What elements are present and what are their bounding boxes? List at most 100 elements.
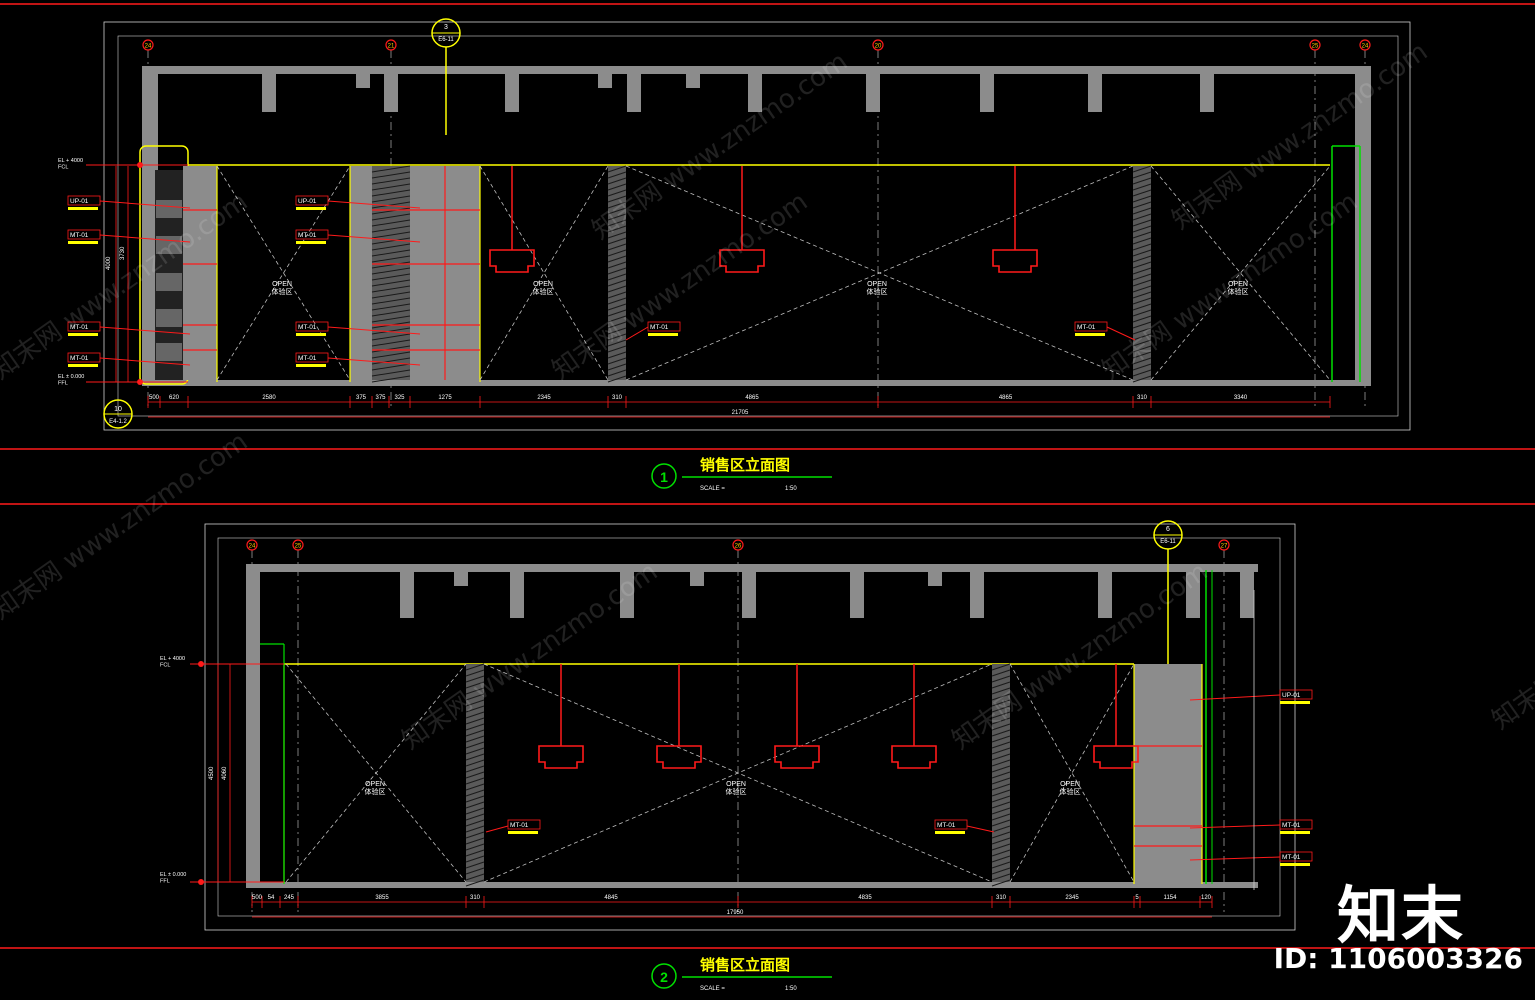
hatch-line	[371, 231, 411, 239]
panel-diagonal	[1150, 165, 1331, 381]
hatch-line	[371, 249, 411, 257]
axis-marker	[1359, 39, 1371, 51]
material-tag: UP-01	[298, 198, 317, 205]
hatch-line	[465, 759, 485, 767]
hatch-line	[1132, 201, 1152, 209]
hatch-line	[1132, 285, 1152, 293]
dimension-text: 2345	[537, 395, 551, 401]
pendant-lamp	[719, 249, 765, 273]
scale-label: SCALE =	[700, 986, 725, 992]
axis-label: 24	[145, 44, 152, 50]
hatch-line	[465, 849, 485, 857]
material-tag-frame	[934, 819, 968, 830]
hatch-line	[465, 717, 485, 725]
ceiling-slab	[246, 564, 1258, 572]
ceiling-beam	[400, 572, 414, 618]
hatch-line	[607, 351, 627, 359]
hatch-line	[991, 687, 1011, 695]
ceiling-beam	[356, 74, 370, 88]
hatch-line	[465, 819, 485, 827]
hatch-line	[371, 327, 411, 335]
side-panel	[183, 166, 217, 380]
hatch-line	[1132, 225, 1152, 233]
ceiling-slab	[142, 66, 1370, 74]
brand-logo: 知末	[1336, 879, 1465, 952]
hatch-line	[1132, 315, 1152, 323]
panel-diagonal	[1150, 165, 1331, 381]
title-number: 1	[660, 469, 668, 485]
axis-marker	[292, 539, 304, 551]
left-wall	[246, 564, 260, 886]
material-tag-frame	[295, 229, 329, 240]
hatch-line	[607, 231, 627, 239]
hatch-line	[371, 177, 411, 185]
hatch-line	[1132, 195, 1152, 203]
leader-line	[1189, 856, 1281, 861]
hatch-line	[371, 165, 411, 173]
hatch-line	[371, 315, 411, 323]
hatch-line	[371, 309, 411, 317]
hatch-line	[465, 855, 485, 863]
ceiling-beam	[928, 572, 942, 586]
hatch-line	[371, 345, 411, 353]
dimension-text: 310	[1137, 395, 1148, 401]
ceiling-beam	[1200, 74, 1214, 112]
hatch-line	[371, 375, 411, 383]
ceiling-beam	[598, 74, 612, 88]
hatch-line	[991, 837, 1011, 845]
hatch-line	[607, 255, 627, 263]
hatch-line	[371, 195, 411, 203]
pendant-lamp	[489, 249, 535, 273]
hatch-line	[991, 765, 1011, 773]
hatch-line	[371, 255, 411, 263]
hatch-line	[607, 219, 627, 227]
dimension-text: 3730	[120, 246, 126, 260]
dimension-text: 4865	[745, 395, 759, 401]
dimension-text: 2345	[1065, 895, 1079, 901]
hatch-line	[607, 189, 627, 197]
hatch-line	[1132, 261, 1152, 269]
hatch-line	[465, 723, 485, 731]
hatch-line	[607, 237, 627, 245]
hatch-line	[371, 267, 411, 275]
hatch-line	[465, 789, 485, 797]
ceiling-beam	[1186, 572, 1200, 618]
hatch-line	[1132, 357, 1152, 365]
elevation-marker	[137, 162, 143, 168]
hatch-line	[1132, 291, 1152, 299]
hatch-line	[465, 777, 485, 785]
hatch-line	[1132, 345, 1152, 353]
hatch-line	[991, 753, 1011, 761]
hatch-line	[991, 723, 1011, 731]
hatch-line	[607, 165, 627, 173]
callout-sheet: E6-11	[1160, 539, 1176, 545]
watermark: 知末网 www.znzmo.com	[0, 427, 253, 626]
hatch-line	[991, 747, 1011, 755]
material-tag: MT-01	[70, 324, 89, 331]
hatch-line	[607, 249, 627, 257]
hatch-line	[1132, 213, 1152, 221]
material-tag: MT-01	[937, 822, 956, 829]
hatch-line	[465, 867, 485, 875]
watermark: 知末网 www.znzmo.com	[587, 47, 853, 246]
dimension-text: 325	[394, 395, 405, 401]
dimension-total: 21705	[732, 410, 749, 416]
dimension-text: 1154	[1164, 895, 1178, 901]
material-tag-underline	[648, 333, 678, 336]
hatch-line	[607, 321, 627, 329]
hatch-line	[465, 831, 485, 839]
hatch-line	[465, 753, 485, 761]
axis-marker	[1309, 39, 1321, 51]
material-tag-frame	[295, 195, 329, 206]
pendant-lamp	[891, 745, 937, 769]
hatch-line	[607, 183, 627, 191]
hatch-line	[607, 243, 627, 251]
dimension-text: 5	[1135, 895, 1139, 901]
hatch-line	[371, 273, 411, 281]
leader-line	[327, 234, 421, 243]
watermark: 知末网 www.znzmo.com	[397, 557, 663, 756]
